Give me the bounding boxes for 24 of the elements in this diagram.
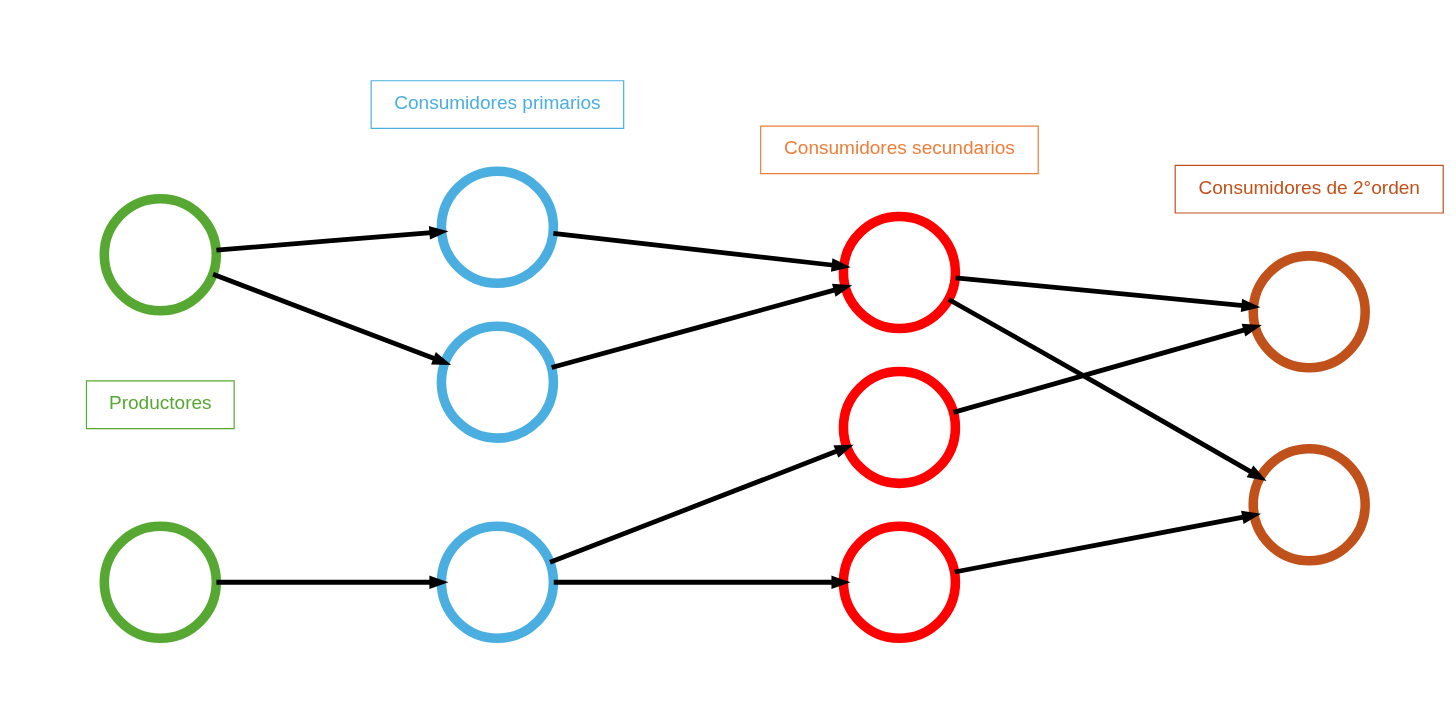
arrow: [947, 297, 1267, 481]
node-box: Productores: [85, 380, 235, 430]
node-circle: [436, 521, 559, 643]
arrow: [954, 510, 1262, 575]
arrow: [553, 575, 851, 589]
node-circle: [838, 521, 961, 643]
node-circle: [436, 166, 559, 289]
arrow: [216, 575, 449, 589]
node-box: Consumidores de 2°orden: [1174, 164, 1444, 214]
node-circle: [1248, 251, 1370, 373]
arrow: [952, 323, 1262, 415]
arrow: [549, 444, 854, 565]
node-circle: [838, 211, 961, 334]
arrow: [212, 272, 452, 366]
node-circle: [99, 193, 222, 316]
arrow: [553, 231, 851, 272]
arrow: [551, 283, 853, 370]
node-box: Consumidores primarios: [370, 80, 625, 129]
node-circle: [99, 521, 222, 643]
node-circle: [436, 321, 559, 443]
node-circle: [838, 366, 961, 489]
arrow: [955, 275, 1261, 313]
node-box: Consumidores secundarios: [760, 125, 1039, 175]
arrow: [216, 226, 449, 253]
